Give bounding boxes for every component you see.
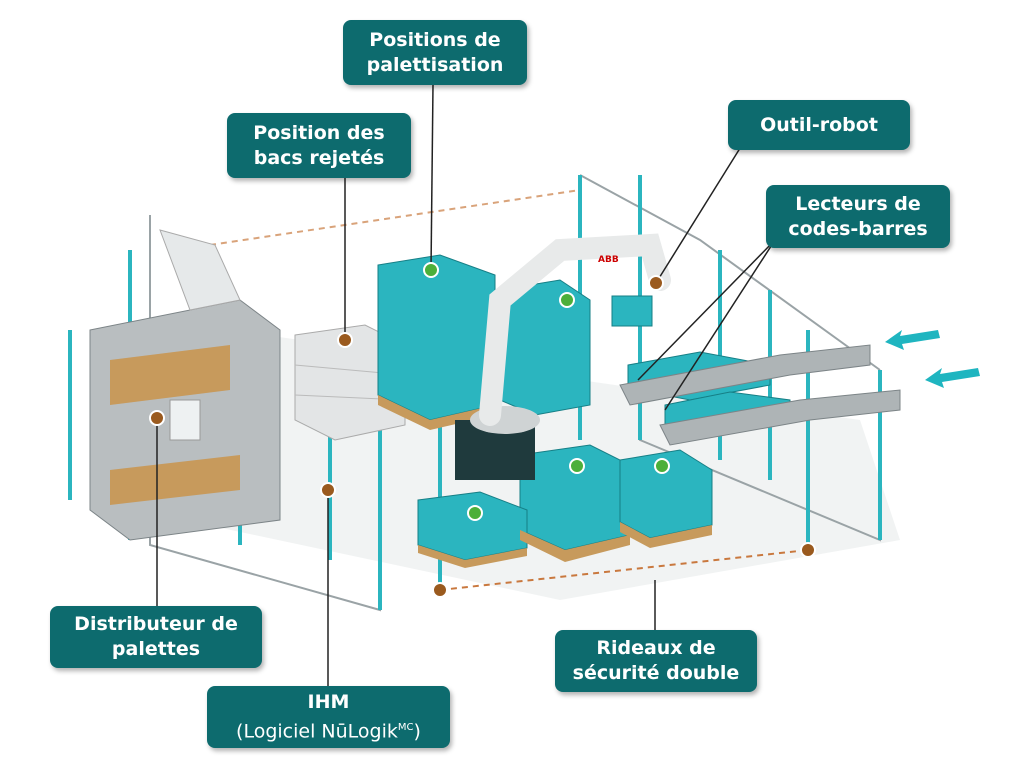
trademark-sup: MC (397, 721, 414, 733)
infeed-arrows (885, 330, 980, 388)
label-robot-tool: Outil-robot (728, 100, 910, 150)
bin-stacks (377, 254, 791, 561)
marker-green (423, 262, 439, 278)
label-line: Positions de (369, 28, 501, 51)
marker-green (569, 458, 585, 474)
marker-brown (320, 482, 336, 498)
label-barcode-readers: Lecteurs de codes-barres (766, 185, 950, 248)
label-hmi: IHM (Logiciel NūLogikMC) (207, 686, 450, 748)
label-line: ) (413, 720, 421, 743)
leader-lines (156, 84, 776, 686)
marker-brown (800, 542, 816, 558)
label-line: palettisation (366, 53, 504, 76)
label-safety-curtains: Rideaux de sécurité double (555, 630, 757, 692)
label-palletizing-positions: Positions de palettisation (343, 20, 527, 85)
marker-brown (432, 582, 448, 598)
label-line: IHM (307, 690, 350, 713)
robot: ABB (455, 233, 671, 480)
label-line: (Logiciel NūLogik (236, 720, 398, 743)
marker-brown (648, 275, 664, 291)
label-line: palettes (111, 638, 201, 660)
label-line: Position des (253, 121, 385, 144)
label-line: bacs rejetés (253, 146, 385, 169)
markers (149, 262, 816, 598)
marker-brown (149, 410, 165, 426)
marker-brown (337, 332, 353, 348)
pallet-dispenser (89, 229, 281, 541)
label-rejected-bins: Position des bacs rejetés (227, 113, 411, 178)
label-line: Lecteurs de (795, 192, 921, 215)
marker-green (654, 458, 670, 474)
label-line: Distributeur de (74, 613, 238, 635)
label-line: codes-barres (788, 217, 928, 240)
robot-brand: ABB (598, 255, 619, 265)
label-line: sécurité double (572, 662, 740, 684)
label-pallet-dispenser: Distributeur de palettes (50, 606, 262, 668)
marker-green (467, 505, 483, 521)
label-line: Rideaux de (596, 637, 716, 659)
conveyors (619, 344, 901, 446)
label-line: Outil-robot (760, 113, 878, 136)
marker-green (559, 292, 575, 308)
